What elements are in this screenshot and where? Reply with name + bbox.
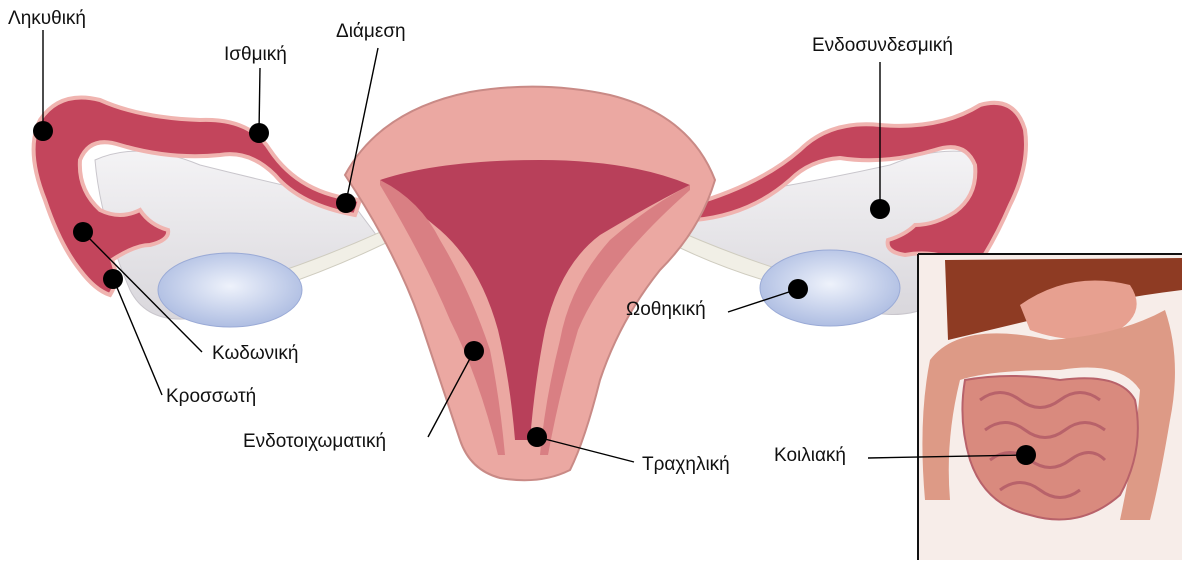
marker-fimbriae bbox=[103, 269, 123, 289]
label-abdominal: Κοιλιακή bbox=[774, 446, 846, 465]
label-ovarian: Ωοθηκική bbox=[626, 300, 706, 319]
marker-isthmic bbox=[249, 123, 269, 143]
marker-ovarian bbox=[788, 279, 808, 299]
marker-cervical bbox=[527, 427, 547, 447]
marker-abdominal bbox=[1016, 445, 1036, 465]
label-fimbriae: Κροσσωτή bbox=[166, 387, 256, 406]
label-intraligamentary: Ενδοσυνδεσμική bbox=[812, 36, 953, 55]
label-interstitial: Διάμεση bbox=[336, 22, 406, 41]
label-cervical: Τραχηλική bbox=[642, 455, 730, 474]
label-isthmic: Ισθμική bbox=[224, 45, 287, 64]
leader-isthmic bbox=[259, 68, 260, 132]
marker-ampullary bbox=[33, 121, 53, 141]
marker-intramural bbox=[464, 341, 484, 361]
intestine-inset bbox=[918, 254, 1182, 560]
left-ovary bbox=[158, 253, 302, 327]
right-ovary bbox=[760, 250, 900, 326]
label-intramural: Ενδοτοιχωματική bbox=[243, 432, 386, 451]
marker-fimbrial bbox=[73, 222, 93, 242]
label-fimbrial: Κωδωνική bbox=[212, 344, 298, 363]
label-ampullary: Ληκυθική bbox=[8, 9, 86, 28]
marker-intraligamentary bbox=[870, 199, 890, 219]
marker-interstitial bbox=[336, 193, 356, 213]
